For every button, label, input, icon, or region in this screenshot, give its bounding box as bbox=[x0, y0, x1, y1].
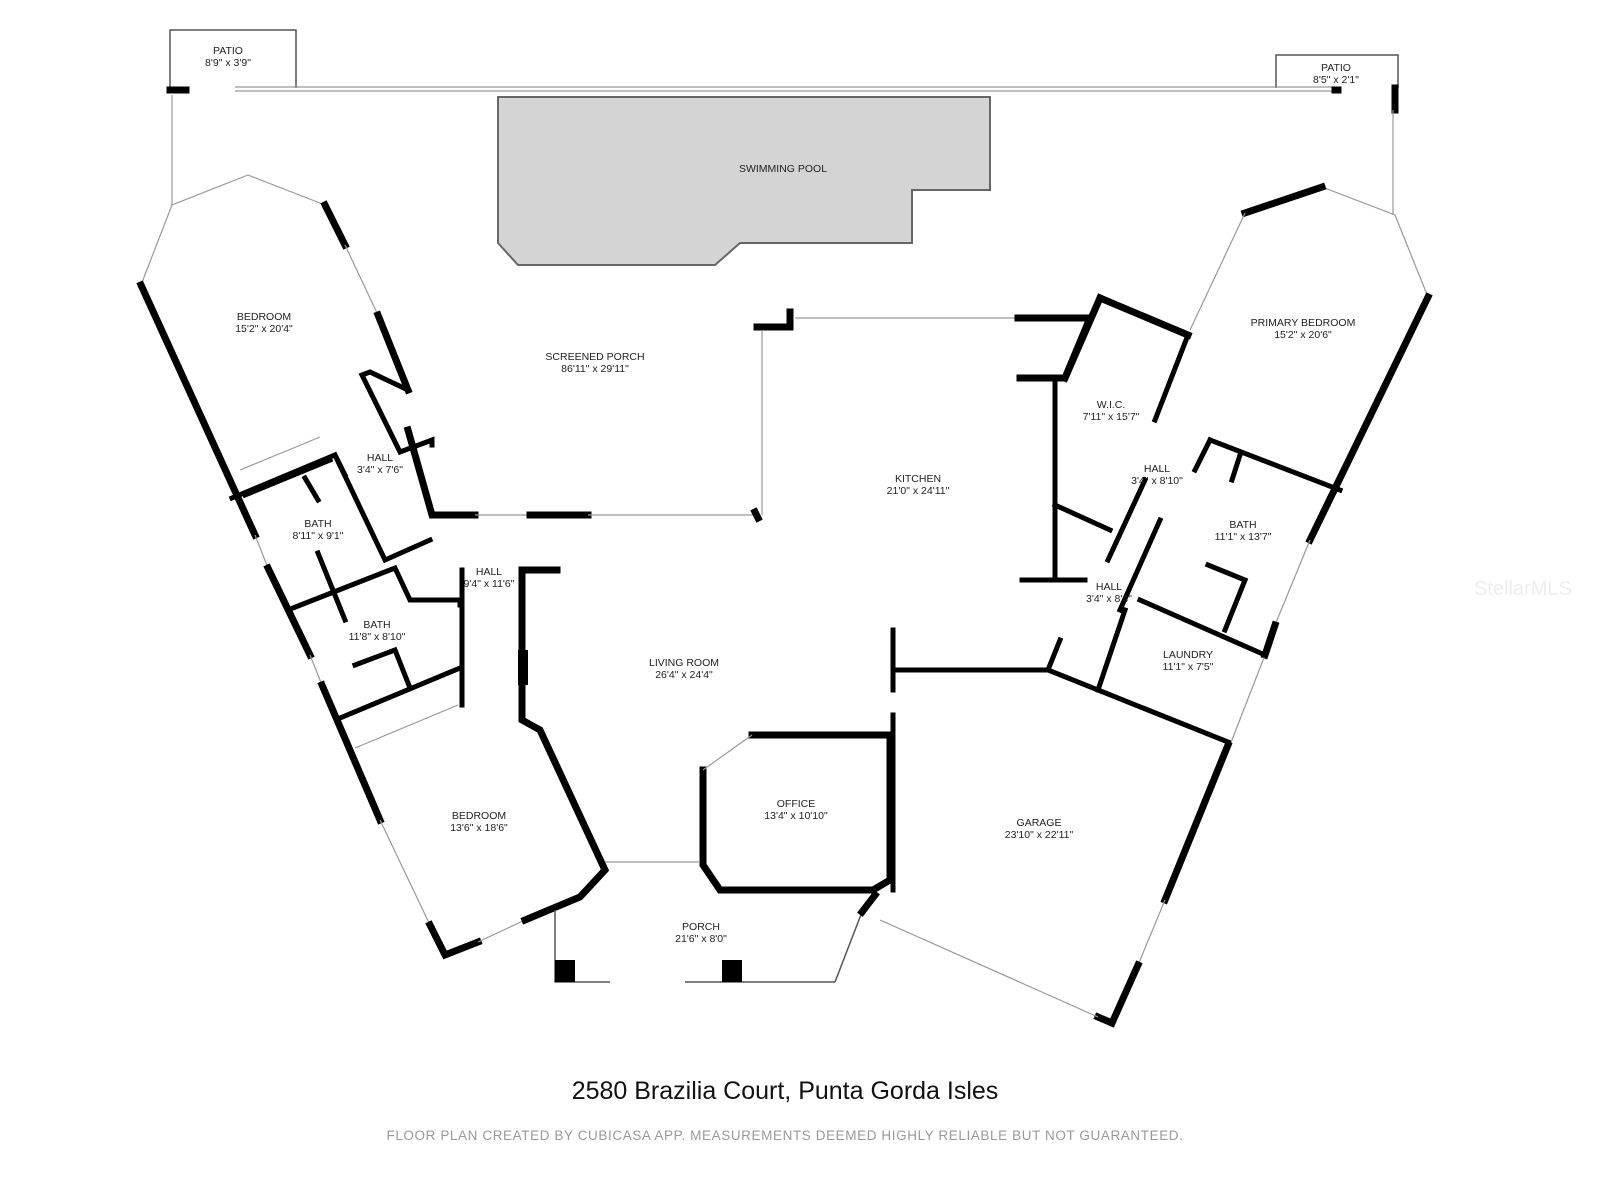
patio-left-outline bbox=[169, 29, 297, 88]
office-porch-walls bbox=[554, 731, 894, 983]
screened-porch-outline bbox=[166, 84, 1399, 215]
disclaimer: FLOOR PLAN CREATED BY CUBICASA APP. MEAS… bbox=[386, 1128, 1184, 1143]
property-address: 2580 Brazilia Court, Punta Gorda Isles bbox=[571, 1077, 999, 1105]
left-wing-walls bbox=[136, 174, 763, 960]
room-label-wic: W.I.C.7'11" x 15'7" bbox=[1082, 399, 1140, 423]
room-label-swimming-pool: SWIMMING POOL bbox=[738, 163, 828, 175]
right-wing-walls bbox=[857, 182, 1433, 1028]
patio-right-outline bbox=[1275, 54, 1399, 88]
watermark: StellarMLS bbox=[1474, 578, 1572, 600]
swimming-pool bbox=[497, 96, 991, 266]
